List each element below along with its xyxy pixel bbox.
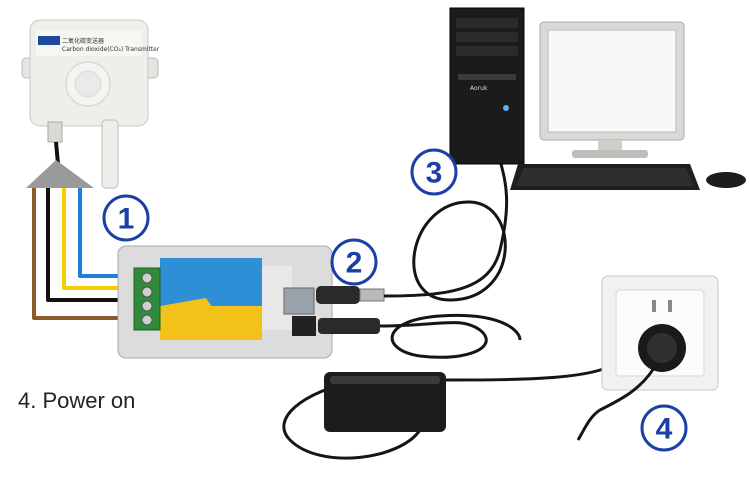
step-2-label: 2 (346, 247, 363, 280)
step-1-marker: 1 (102, 194, 150, 242)
cable-gland (47, 121, 63, 143)
wall-socket (576, 275, 719, 441)
keyboard (510, 164, 700, 190)
mouse-icon (706, 172, 746, 188)
power-adapter (324, 372, 446, 432)
dc-port (292, 316, 316, 336)
computer-tower: Aoruk (449, 7, 525, 165)
sensor-subtitle: Carbon dioxide(CO₂) Transmitter (62, 46, 160, 53)
sensor-probe (101, 119, 119, 189)
monitor (539, 21, 685, 158)
cable-split-icon (26, 160, 94, 188)
step-3-label: 3 (426, 157, 443, 190)
step-3-marker: 3 (410, 148, 458, 196)
power-led-icon (503, 105, 509, 111)
converter-blue-panel (160, 258, 262, 306)
co2-transmitter: 二氧化碳变送器 Carbon dioxide(CO₂) Transmitter (21, 19, 160, 189)
usb-port (283, 287, 315, 315)
sensor-logo-icon (38, 36, 60, 45)
computer-brand: Aoruk (470, 85, 488, 92)
monitor-screen (547, 29, 677, 133)
power-on-caption: 4. Power on (18, 388, 136, 413)
sensor-title: 二氧化碳变送器 (62, 37, 104, 45)
step-1-label: 1 (118, 203, 135, 236)
converter-module (117, 245, 333, 359)
step-4-label: 4 (656, 413, 673, 446)
step-2-marker: 2 (330, 238, 378, 286)
step-4-marker: 4 (640, 404, 688, 452)
